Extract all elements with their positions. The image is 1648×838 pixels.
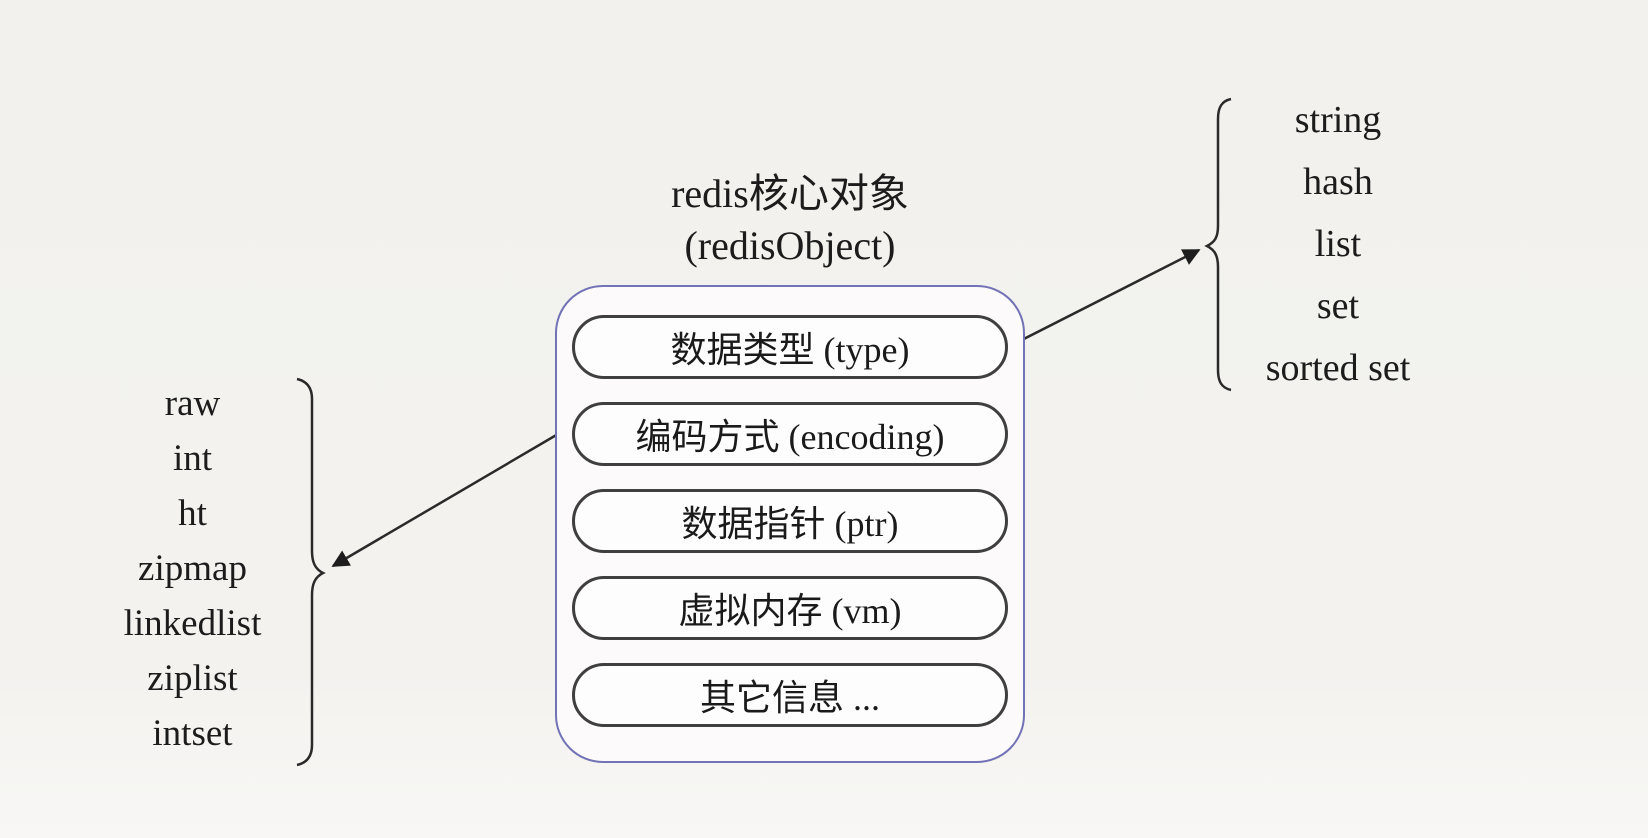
- field-pill-ptr: 数据指针 (ptr): [572, 489, 1008, 553]
- encoding-values-list: raw int ht zipmap linkedlist ziplist int…: [85, 376, 300, 761]
- list-item: int: [172, 438, 213, 479]
- list-item: string: [1294, 99, 1382, 141]
- field-pill-type: 数据类型 (type): [572, 315, 1008, 379]
- field-pill-other: 其它信息 ...: [572, 663, 1008, 727]
- list-item: ziplist: [147, 658, 238, 699]
- list-item: ht: [178, 493, 207, 534]
- list-item: linkedlist: [123, 603, 262, 644]
- field-pill-encoding: 编码方式 (encoding): [572, 402, 1008, 466]
- list-item: set: [1316, 285, 1360, 327]
- list-item: intset: [152, 713, 233, 754]
- list-item: hash: [1303, 161, 1373, 203]
- diagram-title: redis核心对象 (redisObject): [545, 168, 1035, 272]
- diagram-title-line1: redis核心对象: [671, 171, 909, 216]
- type-values-brace: [1204, 97, 1232, 392]
- diagram-title-line2: (redisObject): [684, 223, 896, 268]
- encoding-arrow: [331, 425, 571, 568]
- list-item: raw: [164, 383, 221, 424]
- list-item: list: [1314, 223, 1362, 265]
- list-item: zipmap: [138, 548, 247, 589]
- field-pill-vm: 虚拟内存 (vm): [572, 576, 1008, 640]
- redis-object-box: 数据类型 (type) 编码方式 (encoding) 数据指针 (ptr) 虚…: [555, 285, 1025, 763]
- type-arrow: [1007, 248, 1201, 349]
- encoding-values-brace: [296, 377, 326, 767]
- type-values-list: string hash list set sorted set: [1238, 89, 1438, 399]
- list-item: sorted set: [1265, 347, 1411, 389]
